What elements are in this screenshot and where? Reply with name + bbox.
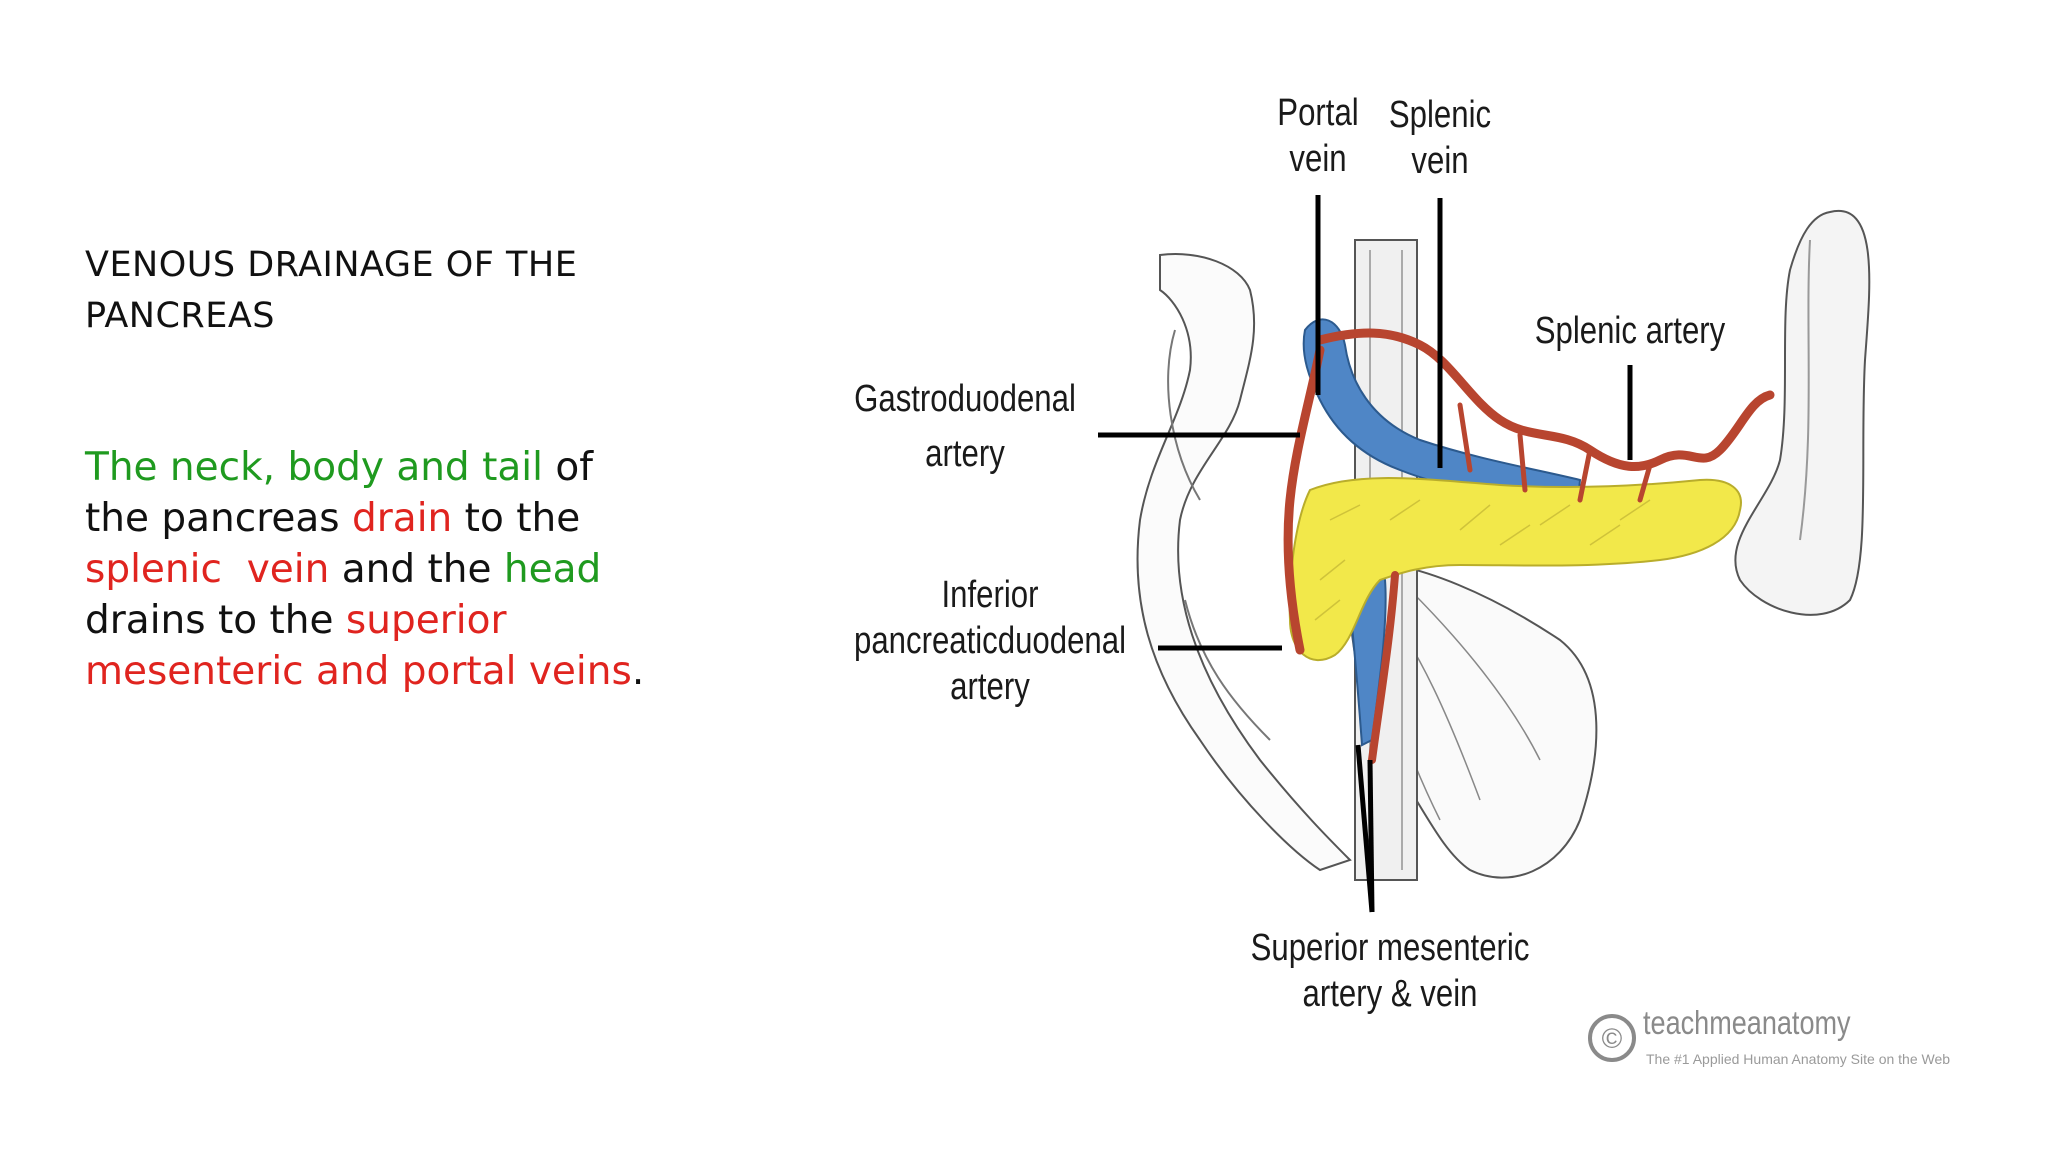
title-line-1: VENOUS DRAINAGE OF THE xyxy=(85,245,578,285)
label-superior-mesenteric: Superior mesenteric artery & vein xyxy=(1250,927,1530,1015)
label-portal-vein: Portal vein xyxy=(1277,92,1359,180)
body-line-1: The neck, body and tail of xyxy=(85,445,593,490)
label-splenic-artery: Splenic artery xyxy=(1534,310,1726,352)
spleen xyxy=(1734,209,1871,616)
label-gastroduodenal-artery: Gastroduodenal artery xyxy=(854,378,1076,475)
duodenum-outline xyxy=(1136,253,1352,872)
body-paragraph: The neck, body and tail of the pancreas … xyxy=(85,442,685,697)
text-head: head xyxy=(503,547,602,592)
body-line-4: drains to the superior xyxy=(85,598,507,643)
pancreas xyxy=(1288,477,1742,661)
leader-lines xyxy=(1098,195,1633,913)
label-splenic-vein: Splenic vein xyxy=(1388,94,1492,182)
copyright-symbol: © xyxy=(1602,1023,1623,1054)
text-splenic-vein: splenic vein xyxy=(85,547,330,592)
title-line-2: PANCREAS xyxy=(85,296,276,336)
label-inferior-pancreaticoduodenal-artery: Inferior pancreaticduodenal artery xyxy=(853,574,1126,708)
watermark-name: teachmeanatomy xyxy=(1643,1004,1851,1041)
body-line-2: the pancreas drain to the xyxy=(85,496,581,541)
text-neck-body-tail: The neck, body and tail xyxy=(85,445,543,490)
text-drain: drain xyxy=(352,496,453,541)
text-superior: superior xyxy=(345,598,507,643)
body-line-3: splenic vein and the head xyxy=(85,547,602,592)
copyright-icon xyxy=(1588,1014,1636,1062)
sma-artery xyxy=(1368,571,1399,764)
splenic-artery xyxy=(1315,328,1775,472)
pancreas-illustration: © xyxy=(1098,195,1871,1062)
body-line-5: mesenteric and portal veins. xyxy=(85,649,645,694)
arteries xyxy=(1283,328,1775,764)
text-mesenteric-portal: mesenteric and portal veins xyxy=(85,649,632,694)
gastroduodenal-artery xyxy=(1283,345,1325,655)
slide-title: VENOUS DRAINAGE OF THE PANCREAS xyxy=(85,240,645,342)
watermark-tagline: The #1 Applied Human Anatomy Site on the… xyxy=(1646,1051,1951,1067)
